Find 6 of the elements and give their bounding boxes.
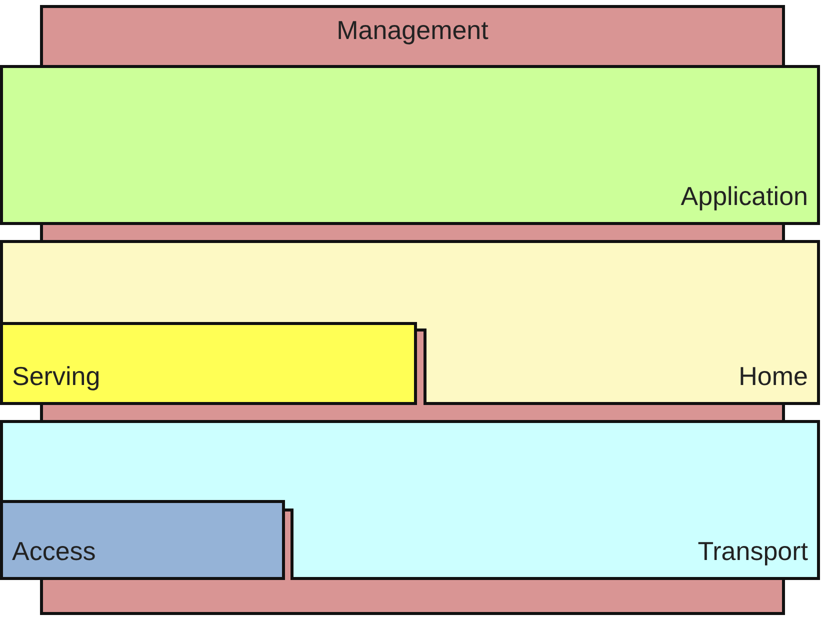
layer-label: Management [336, 15, 490, 45]
layer-label: Serving [12, 361, 100, 391]
layer-label: Home [738, 361, 808, 391]
layer-label: Transport [698, 536, 808, 566]
layer-label: Access [12, 536, 96, 566]
layer-label: Application [680, 181, 808, 211]
